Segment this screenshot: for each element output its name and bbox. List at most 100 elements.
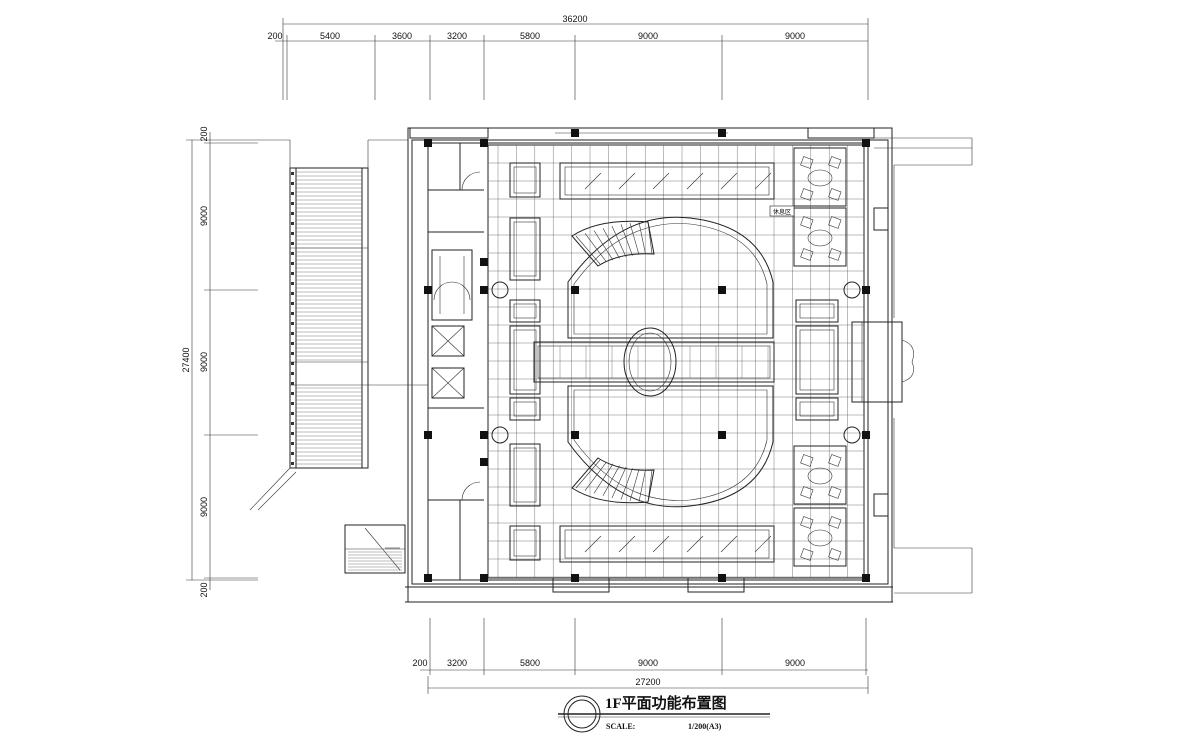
- railing-post: [291, 332, 294, 335]
- railing-post: [291, 272, 294, 275]
- curved-tread: [629, 469, 640, 502]
- top-seg-7: 9000: [785, 31, 805, 41]
- railing-post: [291, 232, 294, 235]
- bottom-dimensions: 200 3200 5800 9000 9000 27200: [412, 618, 869, 694]
- railing-post: [291, 342, 294, 345]
- railing-post: [291, 412, 294, 415]
- scale-label: SCALE:: [606, 722, 635, 731]
- showcase-inner: [513, 401, 537, 417]
- glass-mark: [652, 535, 670, 553]
- lounge-room: [793, 207, 847, 267]
- glass-mark: [686, 535, 704, 553]
- column: [424, 139, 432, 147]
- curved-tread: [620, 468, 633, 500]
- railing-post: [291, 212, 294, 215]
- railing-post: [291, 432, 294, 435]
- lounge-chair: [800, 156, 814, 169]
- top-seg-4: 3200: [447, 31, 467, 41]
- lounge-chair: [828, 188, 842, 201]
- service-core: [428, 143, 484, 580]
- railing-post: [291, 352, 294, 355]
- floor-tile-grid: [488, 145, 864, 578]
- glass-mark: [720, 535, 738, 553]
- left-seg-2: 9000: [199, 206, 209, 226]
- column: [862, 574, 870, 582]
- left-total-dim: 27400: [181, 347, 191, 372]
- showcase: [509, 397, 541, 421]
- railing-post: [291, 442, 294, 445]
- lounge-chair: [800, 188, 814, 201]
- top-seg-3: 3600: [392, 31, 412, 41]
- showcase-cabinets: [509, 162, 839, 561]
- building-outline: [405, 127, 973, 603]
- lounge-chair: [828, 248, 842, 261]
- lounge-chair: [828, 216, 842, 229]
- railing-post: [291, 262, 294, 265]
- railing-post: [291, 182, 294, 185]
- showcase: [795, 325, 839, 395]
- curved-tread: [638, 222, 646, 255]
- curved-tread: [611, 225, 627, 258]
- showcase: [509, 299, 541, 323]
- vip-label-tag: 休息区: [769, 205, 795, 217]
- curved-tread: [602, 228, 620, 259]
- left-seg-4: 9000: [199, 497, 209, 517]
- railing-post: [291, 372, 294, 375]
- curved-tread: [593, 230, 614, 261]
- column: [424, 574, 432, 582]
- top-dimensions: 36200 200 5400 3600 3200 5800 9000 9000: [267, 14, 869, 100]
- glass-mark: [686, 172, 704, 190]
- curved-tread: [647, 221, 653, 255]
- lower-left-stair: [344, 524, 406, 574]
- stair-treads: [291, 171, 362, 465]
- lounge-chair: [800, 216, 814, 229]
- railing-post: [291, 402, 294, 405]
- left-seg-3: 9000: [199, 352, 209, 372]
- lounge-chair: [828, 548, 842, 561]
- column: [480, 431, 488, 439]
- railing-post: [291, 382, 294, 385]
- glass-mark: [754, 172, 772, 190]
- column: [424, 431, 432, 439]
- display-counters: [533, 162, 775, 563]
- railing-post: [291, 392, 294, 395]
- column: [571, 129, 579, 137]
- bottom-seg-4: 9000: [638, 658, 658, 668]
- showcase: [509, 217, 541, 281]
- glass-mark: [754, 535, 772, 553]
- column: [862, 431, 870, 439]
- showcase: [795, 397, 839, 421]
- lounge-chair: [800, 486, 814, 499]
- curved-stair-treads: [575, 221, 653, 503]
- railing-post: [291, 322, 294, 325]
- railing-post: [291, 292, 294, 295]
- column: [718, 286, 726, 294]
- vip-label: 休息区: [773, 208, 791, 216]
- showcase-inner: [513, 166, 537, 194]
- column: [862, 139, 870, 147]
- curved-tread: [602, 465, 620, 496]
- lounge-chair: [828, 156, 842, 169]
- column: [571, 431, 579, 439]
- railing-post: [291, 462, 294, 465]
- curved-tread: [629, 222, 640, 255]
- lounge-room: [793, 507, 847, 567]
- top-seg-2: 5400: [320, 31, 340, 41]
- bottom-total-dim: 27200: [635, 677, 660, 687]
- curved-tread: [584, 233, 607, 263]
- left-exterior-stairs: [249, 139, 428, 511]
- column: [480, 286, 488, 294]
- lounge-chair: [800, 548, 814, 561]
- left-seg-5: 200: [199, 582, 209, 597]
- lounge-table: [807, 467, 833, 485]
- showcase-inner: [799, 329, 835, 391]
- central-atrium: [567, 216, 774, 508]
- title-block: 1F平面功能布置图 SCALE: 1/200(A3): [558, 694, 770, 733]
- showcase: [509, 443, 541, 507]
- bottom-seg-3: 5800: [520, 658, 540, 668]
- lounge-table: [807, 169, 833, 187]
- curved-tread: [638, 469, 646, 502]
- showcase: [509, 525, 541, 561]
- column: [571, 286, 579, 294]
- showcase: [795, 299, 839, 323]
